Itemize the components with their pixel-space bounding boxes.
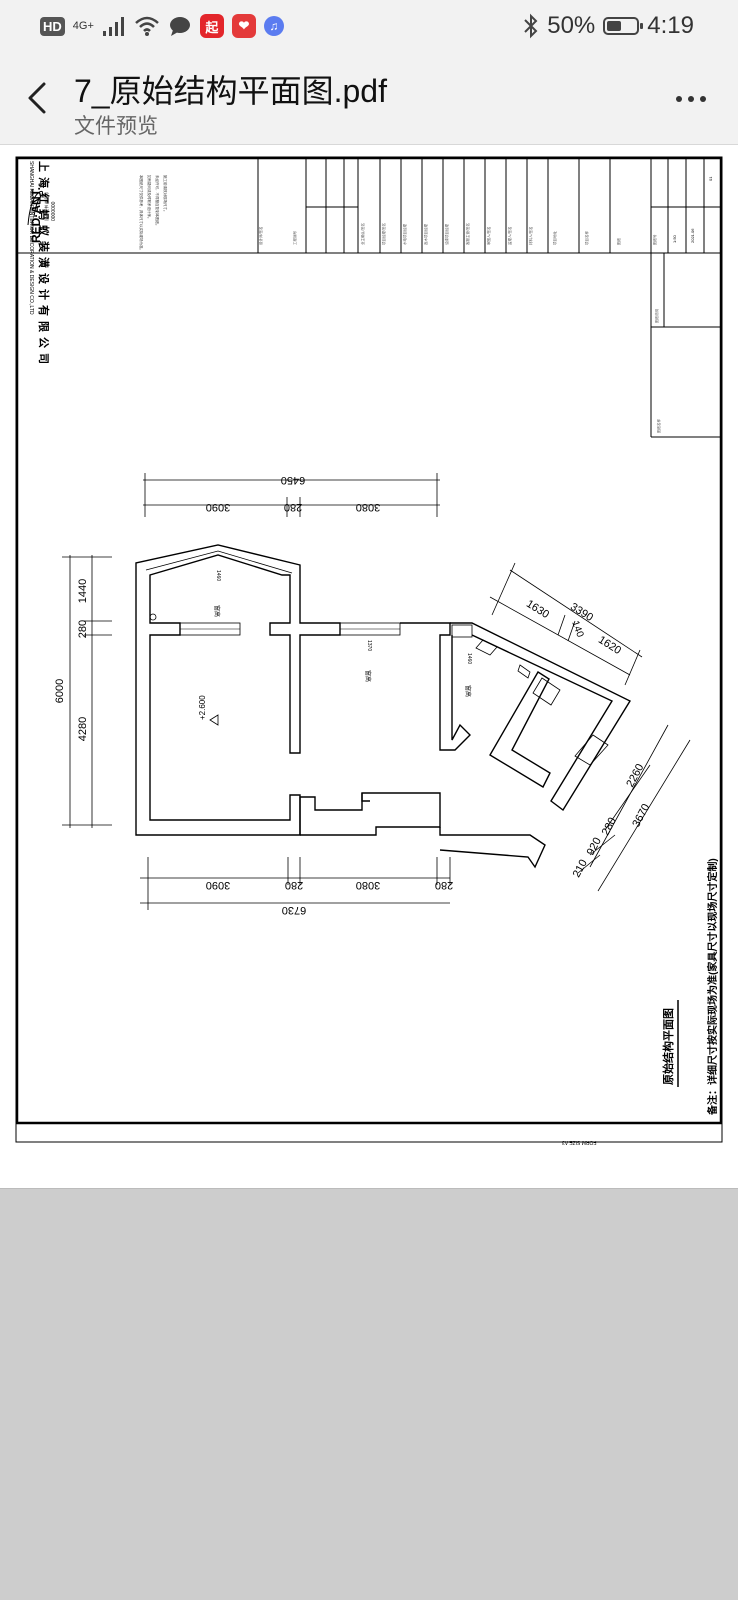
svg-text:图纸号: 图纸号 — [652, 234, 657, 245]
signal-icon — [102, 17, 124, 36]
room-label: 窗高 — [464, 685, 472, 697]
dim-bottom-total: 6730 — [282, 904, 306, 916]
svg-text:图纸: 图纸 — [616, 238, 621, 246]
room-label: 窗高 — [213, 605, 221, 617]
status-left: HD 4G+ 起 ❤ ♫ — [40, 14, 284, 38]
qidian-app-icon: 起 — [199, 14, 224, 38]
dim-right-side: 920 — [585, 836, 604, 858]
room-height: 1460 — [466, 653, 472, 664]
bottom-dimensions — [140, 857, 451, 910]
left-dimensions — [62, 555, 112, 828]
more-options-button[interactable] — [676, 96, 706, 102]
dim-top-seg: 3080 — [356, 501, 380, 513]
floor-plan-walls — [135, 544, 631, 869]
room-height: 1370 — [366, 640, 372, 651]
svg-text:工程编号: 工程编号 — [292, 231, 297, 245]
dim-right-top: 1630 — [524, 598, 551, 621]
file-preview-header: 7_原始结构平面图.pdf 文件预览 — [0, 56, 738, 145]
level-mark: +2.600 — [198, 695, 219, 726]
drawing-border — [15, 156, 723, 1125]
top-dimensions — [143, 473, 440, 517]
svg-text:图纸说明: 图纸说明 — [654, 309, 659, 323]
svg-text:如有疑问请及时联系设计师。: 如有疑问请及时联系设计师。 — [147, 175, 152, 221]
music-app-icon: ♫ — [263, 16, 284, 36]
page-number-text: 01 — [708, 176, 713, 181]
svg-text:项目名称: 项目名称 — [584, 231, 589, 245]
wifi-icon — [135, 16, 159, 36]
svg-text:+2.600: +2.600 — [198, 695, 207, 720]
more-dot-icon — [700, 96, 706, 102]
svg-text:未经许可，不得擅自复制本图纸。: 未经许可，不得擅自复制本图纸。 — [155, 175, 160, 228]
svg-text:油漆项目经理: 油漆项目经理 — [444, 224, 449, 245]
more-dot-icon — [676, 96, 682, 102]
dim-left-seg: 280 — [77, 620, 89, 638]
dim-right-side: 210 — [571, 858, 590, 880]
dim-bottom-seg: 280 — [285, 879, 303, 891]
dim-left-seg: 1440 — [77, 579, 89, 603]
svg-text:图纸名称: 图纸名称 — [656, 419, 661, 433]
svg-text:监理人/签名: 监理人/签名 — [507, 227, 512, 245]
footer-small-text: FORM SIZE A3 — [562, 1139, 597, 1145]
dim-right-top: 3390 — [568, 601, 595, 624]
chat-icon — [169, 17, 190, 36]
svg-text:设计师/签名: 设计师/签名 — [258, 227, 263, 245]
room-label: 窗高 — [364, 670, 372, 682]
ant-logo-icon — [27, 190, 43, 226]
bluetooth-icon — [524, 13, 538, 39]
dim-bottom-seg: 3080 — [356, 879, 380, 891]
remark-text: 备注：详细尺寸按实际现场为准(家具尺寸以现场尺寸定制) — [706, 858, 719, 1116]
svg-text:本图纸尺寸仅供参考，具体尺寸以实际现场为准。: 本图纸尺寸仅供参考，具体尺寸以实际现场为准。 — [139, 175, 144, 252]
dim-bottom-seg: 3090 — [206, 879, 230, 891]
dim-left-total: 6000 — [54, 679, 66, 703]
svg-text:施工前请核对现场尺寸。: 施工前请核对现场尺寸。 — [163, 175, 168, 214]
company-name-en: SHANGHAI REDANT INTERIOR DECORATION & DE… — [28, 161, 34, 315]
room-labels: 窗高 1460 窗高 1370 窗高 1460 — [213, 570, 472, 697]
date-text: 2021.06 — [690, 228, 695, 243]
dim-bottom-seg: 280 — [435, 879, 453, 891]
svg-text:审图人/签名: 审图人/签名 — [486, 227, 491, 245]
dim-top-seg: 280 — [284, 501, 302, 513]
title-block: 设计师/签名 工程编号 业主确认/签名 项目经理/签名 水电项目经理 瓦木项目经… — [17, 158, 721, 438]
battery-icon — [603, 17, 644, 35]
svg-text:客服主管/签名: 客服主管/签名 — [465, 223, 470, 245]
svg-text:瓦木项目经理: 瓦木项目经理 — [423, 224, 428, 245]
clock: 4:19 — [647, 12, 694, 39]
status-bar: HD 4G+ 起 ❤ ♫ 50% 4:19 — [0, 0, 738, 56]
heart-app-icon: ❤ — [231, 14, 256, 38]
company-name-cn: 上海红蚂蚁装潢设计有限公司 — [37, 161, 51, 369]
scale-text: 1:50 — [672, 234, 677, 243]
room-height: 1460 — [215, 570, 221, 581]
sheet-title: 原始结构平面图 — [661, 1008, 675, 1085]
dim-right-side: 3670 — [630, 802, 652, 829]
svg-text:项目经理/签名: 项目经理/签名 — [381, 223, 386, 245]
file-subtitle: 文件预览 — [74, 115, 158, 138]
logo-sub: 设计证书 编号号 — [43, 192, 49, 221]
dim-right-top: 140 — [569, 619, 585, 639]
battery-percent: 50% — [547, 12, 596, 39]
svg-text:项目地址: 项目地址 — [552, 231, 557, 245]
network-type: 4G+ — [72, 20, 94, 32]
status-right: 50% 4:19 — [523, 12, 694, 40]
file-title: 7_原始结构平面图.pdf — [74, 73, 387, 109]
right-dimensions — [489, 562, 691, 892]
hd-badge: HD — [40, 16, 65, 36]
more-dot-icon — [688, 96, 694, 102]
floor-plan-drawing: FORM SIZE A3 — [15, 156, 723, 1145]
dim-top-total: 6450 — [281, 474, 305, 486]
dim-top-seg: 3090 — [206, 501, 230, 513]
back-arrow-icon[interactable] — [22, 76, 52, 120]
dim-right-top: 1620 — [596, 634, 623, 657]
svg-text:材料人/签名: 材料人/签名 — [528, 227, 533, 245]
pdf-page[interactable]: FORM SIZE A3 — [0, 145, 738, 1189]
svg-text:业主确认/签名: 业主确认/签名 — [360, 223, 365, 245]
svg-text:水电项目经理: 水电项目经理 — [402, 224, 407, 245]
dim-left-seg: 4280 — [77, 717, 89, 741]
logo-number: 0000000 — [51, 201, 57, 221]
